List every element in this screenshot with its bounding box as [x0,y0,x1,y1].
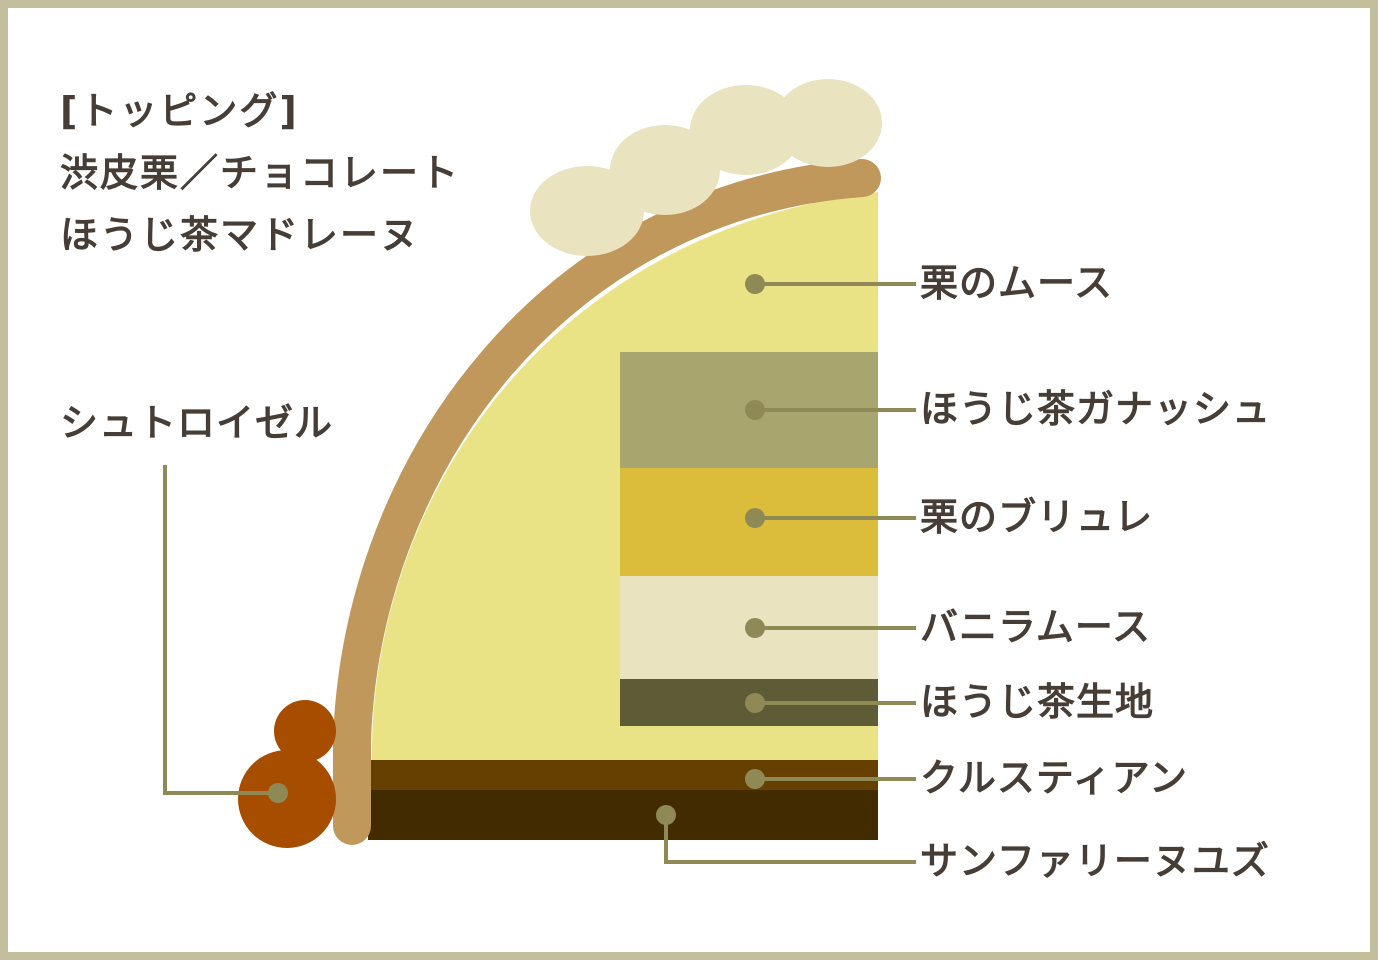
label-vanilla-mousse: バニラムース [920,605,1151,649]
layer-croustillant [368,760,878,790]
streusel [238,700,336,848]
topping-label-block: [トッピング] 渋皮栗／チョコレート ほうじ茶マドレーヌ [60,80,460,266]
topping-heading: [トッピング] [60,89,299,133]
leader-lines [163,274,916,864]
label-croustillant: クルスティアン [920,756,1189,800]
label-chestnut-mousse: 栗のムース [920,261,1114,305]
cream-topping [530,79,882,256]
crust-edge [333,159,881,845]
label-chestnut-brulee: 栗のブリュレ [920,495,1154,539]
topping-line-1: 渋皮栗／チョコレート [60,151,461,195]
label-hojicha-ganache: ほうじ茶ガナッシュ [920,387,1272,431]
label-streusel: シュトロイゼル [60,401,334,445]
label-hojicha-sponge: ほうじ茶生地 [920,680,1155,724]
topping-line-2: ほうじ茶マドレーヌ [60,213,421,257]
label-sans-farine-yuzu: サンファリーヌユズ [920,839,1270,883]
layer-sans-farine-yuzu [368,790,878,840]
